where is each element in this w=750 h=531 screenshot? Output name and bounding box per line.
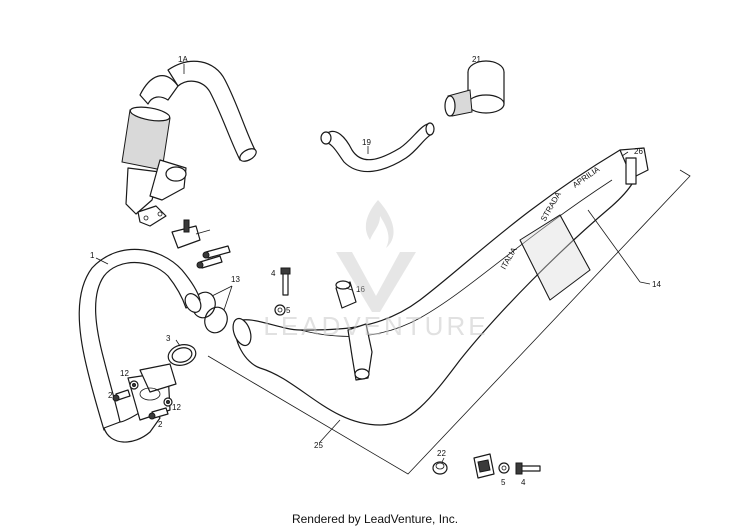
part-25-main-silencer[interactable]: ITALIA STRADA APRILIA bbox=[230, 147, 649, 426]
label-12-right: 12 bbox=[172, 403, 181, 412]
label-5-lower: 5 bbox=[501, 478, 506, 487]
part-4-bolt-upper[interactable] bbox=[280, 267, 291, 296]
label-3: 3 bbox=[166, 334, 171, 343]
label-25: 25 bbox=[314, 441, 323, 450]
part-22-grommet[interactable] bbox=[432, 461, 448, 475]
label-1: 1 bbox=[90, 251, 95, 260]
label-1a: 1A bbox=[178, 55, 188, 64]
part-5-washer-lower[interactable] bbox=[498, 462, 510, 474]
label-13: 13 bbox=[231, 275, 240, 284]
part-12-spring-left[interactable] bbox=[129, 380, 139, 390]
label-26: 26 bbox=[634, 147, 643, 156]
exploded-parts-diagram: ITALIA STRADA APRILIA bbox=[78, 55, 691, 487]
label-19: 19 bbox=[362, 138, 371, 147]
part-1-lower-exhaust-pipe[interactable] bbox=[78, 248, 204, 443]
label-14: 14 bbox=[652, 280, 661, 289]
label-2-left: 2 bbox=[108, 391, 113, 400]
part-5-washer-upper[interactable] bbox=[274, 304, 286, 316]
part-number-labels: 1A 21 19 26 1 13 4 5 16 14 3 12 12 2 2 2… bbox=[90, 55, 661, 487]
bracket-bolt-set[interactable] bbox=[196, 245, 231, 269]
pipe-mounting-bracket[interactable] bbox=[171, 219, 211, 249]
label-21: 21 bbox=[472, 55, 481, 64]
footer-attribution: Rendered by LeadVenture, Inc. bbox=[291, 512, 459, 526]
part-16-spacer[interactable] bbox=[335, 280, 357, 309]
clamp-clip[interactable] bbox=[473, 453, 495, 479]
part-2-screw-left[interactable] bbox=[112, 389, 131, 402]
part-3-gasket[interactable] bbox=[166, 342, 198, 369]
label-4-lower: 4 bbox=[521, 478, 526, 487]
label-5-upper: 5 bbox=[286, 306, 291, 315]
part-1a-upper-exhaust-pipe[interactable] bbox=[121, 60, 258, 227]
part-19-hose[interactable] bbox=[320, 122, 435, 173]
label-22: 22 bbox=[437, 449, 446, 458]
part-13-o-rings[interactable] bbox=[189, 285, 233, 336]
part-4-bolt-lower[interactable] bbox=[515, 462, 541, 475]
label-16: 16 bbox=[356, 285, 365, 294]
part-2-screw-right[interactable] bbox=[148, 407, 169, 420]
label-12-left: 12 bbox=[120, 369, 129, 378]
assembly-guide-lines bbox=[207, 169, 691, 475]
part-21-end-cap[interactable] bbox=[444, 60, 505, 117]
leader-lines bbox=[95, 64, 651, 463]
label-4-upper: 4 bbox=[271, 269, 276, 278]
part-12-spring-right[interactable] bbox=[163, 397, 173, 407]
label-2-right: 2 bbox=[158, 420, 163, 429]
